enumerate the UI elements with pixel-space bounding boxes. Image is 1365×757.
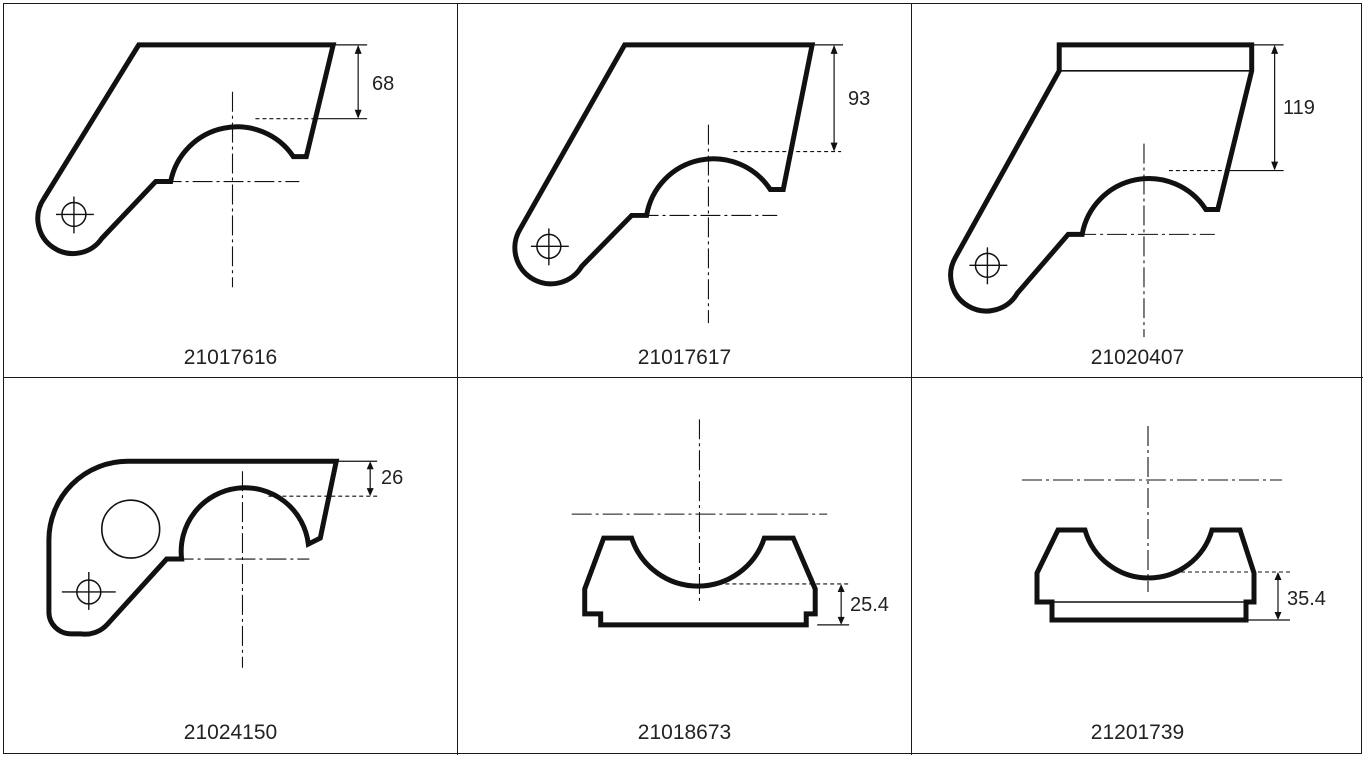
part-drawing-21201739 — [1022, 426, 1290, 623]
part-number-label: 21201739 — [1090, 721, 1185, 744]
dimension-arrow-bottom — [366, 488, 374, 497]
part-panel-21024150: 26 21024150 — [4, 378, 458, 755]
part-panel-21020407: 119 21020407 — [912, 4, 1363, 378]
part-panel-21017616: 68 21017616 — [4, 4, 458, 378]
part-number-label: 21017617 — [637, 346, 732, 369]
dimension-label: 93 — [848, 88, 871, 110]
part-number-label: 21018673 — [637, 721, 732, 744]
part-outline — [1034, 527, 1257, 623]
dimension-arrow-bottom — [1274, 612, 1282, 620]
dimension-arrow-bottom — [1271, 161, 1279, 171]
part-outline — [512, 42, 816, 287]
part-drawing-21024150 — [46, 458, 378, 668]
dimension-arrow-top — [1274, 572, 1282, 580]
part-outline — [46, 458, 340, 637]
dimension-arrow-top — [354, 44, 362, 54]
part-drawing-21018673 — [571, 419, 850, 628]
dimension-label: 68 — [372, 73, 395, 95]
dimension-arrow-bottom — [837, 616, 845, 625]
dimension-arrow-top — [837, 583, 845, 592]
part-number-label: 21024150 — [183, 721, 278, 744]
dimension-label: 35.4 — [1287, 588, 1326, 610]
parts-drawing-grid: 68 21017616 93 21017617 — [3, 3, 1363, 755]
part-drawing-21017616 — [35, 42, 368, 288]
dimension-arrow-top — [1271, 44, 1279, 54]
part-panel-21018673: 25.4 21018673 — [458, 378, 912, 755]
through-hole-large — [100, 499, 161, 559]
part-drawing-21017617 — [512, 42, 844, 324]
dimension-label: 26 — [381, 467, 404, 489]
dimension-arrow-bottom — [830, 142, 838, 152]
dimension-label: 25.4 — [850, 594, 889, 616]
dimension-arrow-top — [366, 461, 374, 470]
part-drawing-21020407 — [948, 42, 1284, 338]
dimension-arrow-top — [830, 44, 838, 54]
part-number-label: 21017616 — [183, 346, 278, 369]
part-panel-21017617: 93 21017617 — [458, 4, 912, 378]
part-number-label: 21020407 — [1090, 346, 1185, 369]
dimension-arrow-bottom — [354, 109, 362, 119]
part-panel-21201739: 35.4 21201739 — [912, 378, 1363, 755]
part-outline — [582, 535, 818, 628]
part-outline — [948, 42, 1255, 314]
dimension-label: 119 — [1283, 97, 1315, 119]
